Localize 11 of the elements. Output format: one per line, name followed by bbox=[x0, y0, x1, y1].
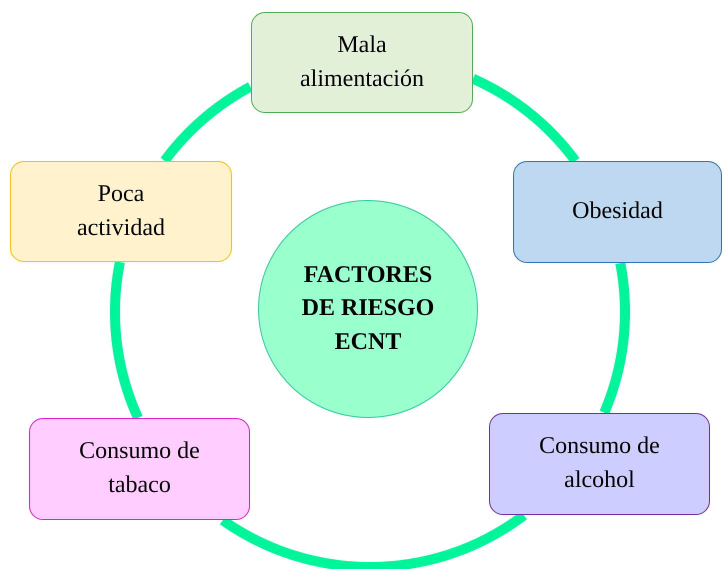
factor-label: Mala alimentación bbox=[299, 30, 425, 94]
factor-label: Poca actividad bbox=[76, 180, 166, 242]
factor-box bbox=[513, 161, 722, 263]
factor-box bbox=[251, 12, 473, 113]
factor-box bbox=[489, 413, 710, 515]
title-label: FACTORES DE RIESGO ECNT bbox=[300, 260, 436, 357]
factor-box bbox=[29, 418, 250, 520]
factor-label: Obesidad bbox=[572, 197, 663, 226]
factor-box bbox=[10, 161, 232, 262]
factor-label: Consumo de tabaco bbox=[78, 437, 201, 500]
factor-label: Consumo de alcohol bbox=[538, 432, 661, 495]
